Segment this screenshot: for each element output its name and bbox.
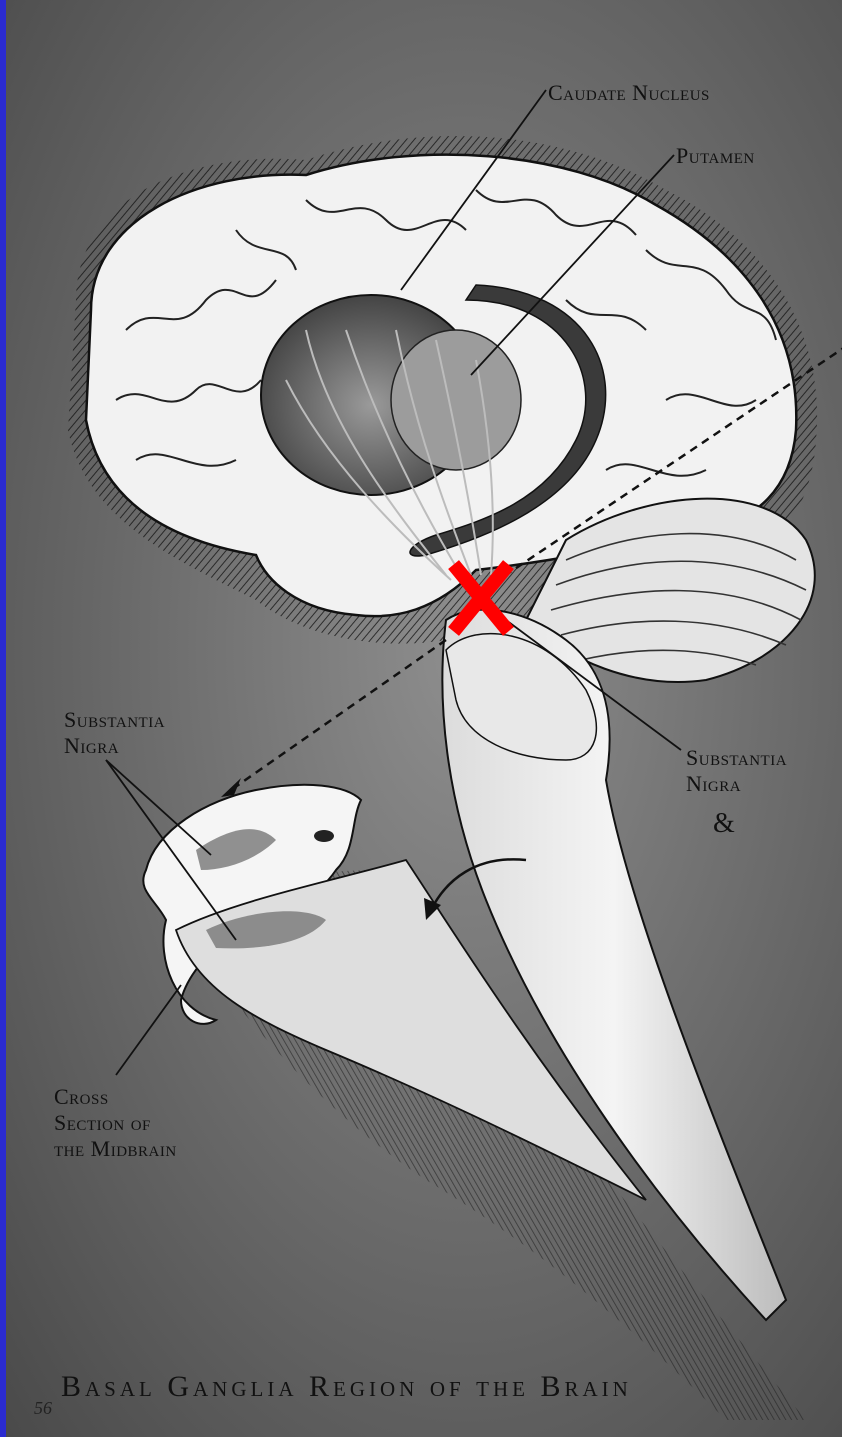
page-number: 56 bbox=[34, 1398, 52, 1419]
cross-section-leader bbox=[116, 985, 181, 1075]
sn-left-leader-1 bbox=[106, 760, 211, 855]
aqueduct bbox=[314, 830, 334, 842]
section-line-lower bbox=[231, 640, 446, 790]
putamen-label: Putamen bbox=[676, 143, 755, 169]
ampersand-label: & bbox=[713, 808, 735, 840]
substantia-nigra-right-label: Substantia Nigra bbox=[686, 745, 787, 797]
diagram-title: Basal Ganglia Region of the Brain bbox=[61, 1370, 632, 1404]
substantia-nigra-left-label: Substantia Nigra bbox=[64, 707, 165, 759]
caudate-nucleus-label: Caudate Nucleus bbox=[548, 80, 710, 106]
putamen-body bbox=[391, 330, 521, 470]
cross-section-label: Cross Section of the Midbrain bbox=[54, 1084, 177, 1162]
